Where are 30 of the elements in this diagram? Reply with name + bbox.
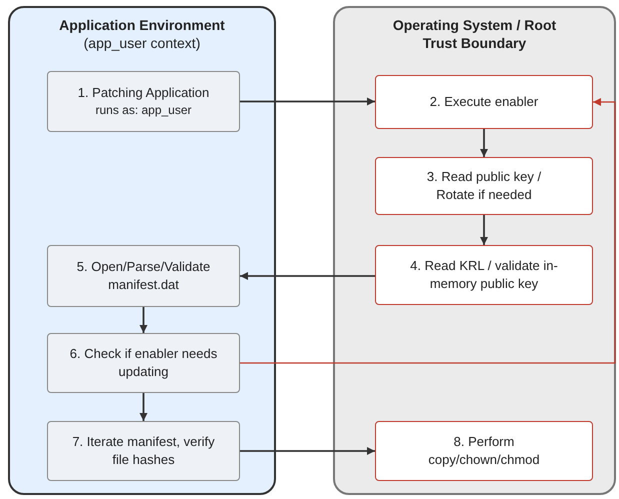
step-label: 8. Perform copy/chown/chmod: [427, 432, 541, 469]
process-box: [47, 245, 240, 307]
step-note: runs as: app_user: [95, 102, 192, 119]
step-label: 3. Read public key / Rotate if needed: [426, 168, 542, 204]
process-box: [375, 421, 593, 481]
arrow: [140, 307, 148, 333]
process-box: [47, 421, 240, 481]
arrow: [240, 98, 375, 106]
panel-heading: (app_user context): [84, 34, 200, 52]
arrow: [240, 272, 375, 280]
arrow: [480, 129, 488, 157]
arrow: [140, 393, 148, 421]
step-label: 4. Read KRL / validate in-memory public key: [409, 256, 559, 293]
process-box: [375, 245, 593, 305]
arrow: [480, 215, 488, 245]
boundary-panel: [8, 6, 276, 495]
panel-heading: Application Environment: [59, 16, 225, 34]
process-box: [375, 157, 593, 215]
step-label: 5. Open/Parse/Validate manifest.dat: [76, 258, 212, 294]
arrow: [240, 447, 375, 455]
step-label: 7. Iterate manifest, verify file hashes: [71, 432, 216, 469]
arrow: [240, 98, 616, 364]
panel-heading: Operating System / Root Trust Boundary: [392, 16, 558, 52]
step-label: 6. Check if enabler needs updating: [68, 344, 218, 381]
step-label: 1. Patching Application: [78, 84, 210, 102]
step-label: 2. Execute enabler: [430, 92, 538, 111]
boundary-panel: [333, 6, 616, 495]
process-box: [375, 75, 593, 129]
process-box: [47, 333, 240, 393]
process-box: [47, 71, 240, 132]
